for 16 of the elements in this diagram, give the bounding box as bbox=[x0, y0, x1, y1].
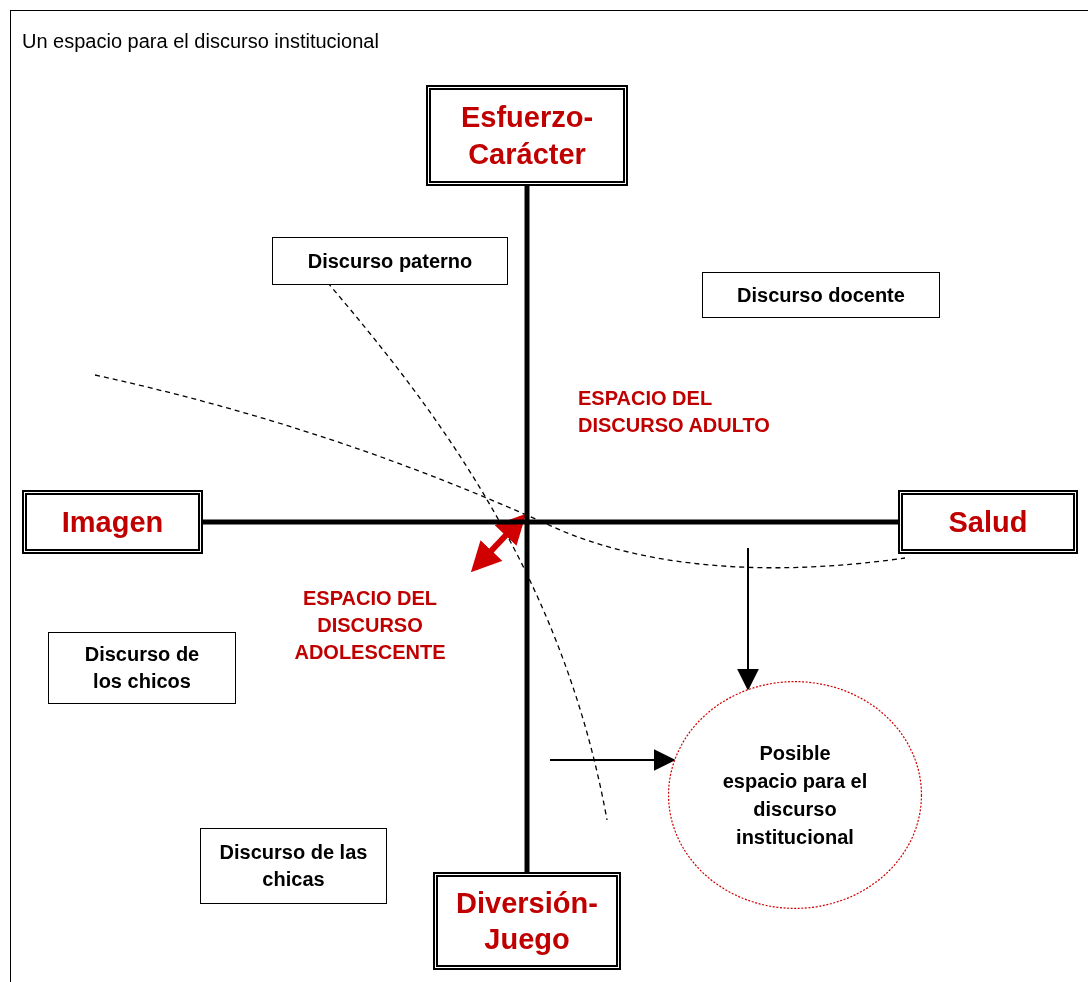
discourse-box: Discurso docente bbox=[702, 272, 940, 318]
axis-pole-box: Esfuerzo-Carácter bbox=[426, 85, 628, 186]
region-label: ESPACIO DEL DISCURSO ADOLESCENTE bbox=[293, 586, 447, 665]
discourse-box: Discurso paterno bbox=[272, 237, 508, 285]
arrow bbox=[549, 749, 676, 771]
arrow bbox=[737, 547, 759, 691]
axis-pole-box: Salud bbox=[898, 490, 1078, 554]
discourse-box: Discurso de las chicas bbox=[200, 828, 387, 904]
axis-pole-box: Diversión-Juego bbox=[433, 872, 621, 970]
discourse-box: Discurso de los chicos bbox=[48, 632, 236, 704]
axis-line bbox=[524, 186, 530, 872]
axis-pole-box: Imagen bbox=[22, 490, 203, 554]
dashed-circle-area: Posible espacio para el discurso institucional bbox=[667, 680, 923, 910]
diagram-title: Un espacio para el discurso institucional bbox=[22, 30, 379, 53]
axis-line bbox=[203, 519, 898, 525]
region-label: ESPACIO DEL DISCURSO ADULTO bbox=[578, 386, 771, 438]
